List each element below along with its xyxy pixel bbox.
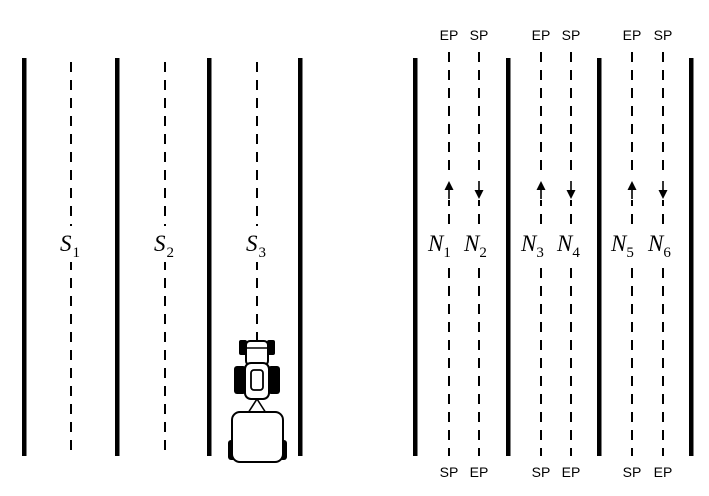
lane-label-s3: S3: [246, 231, 266, 261]
bottom-label-n4: EP: [562, 464, 581, 480]
left-boundary-wall-1: [22, 58, 27, 456]
top-label-n6: SP: [654, 27, 673, 43]
left-boundary-wall-3: [207, 58, 212, 456]
arrow-down-icon: [473, 178, 485, 200]
arrow-up-icon: [626, 178, 638, 200]
right-panel: N1 N2 N3 N4 N5 N6 EP SP EP SP EP SP SP E…: [413, 27, 694, 480]
bottom-label-n1: SP: [440, 464, 459, 480]
lane-label-s1: S1: [60, 231, 80, 261]
right-boundary-wall-3: [597, 58, 602, 456]
lane-label-n2: N2: [463, 231, 487, 261]
top-label-n3: EP: [532, 27, 551, 43]
lane-label-n6: N6: [647, 231, 671, 261]
bottom-label-n2: EP: [470, 464, 489, 480]
left-panel: S1 S2 S3: [22, 58, 303, 463]
lane-label-n4: N4: [556, 231, 580, 261]
arrow-up-icon: [443, 178, 455, 200]
arrow-down-icon: [657, 178, 669, 200]
bottom-label-n5: SP: [623, 464, 642, 480]
lane-label-n1: N1: [427, 231, 451, 261]
left-boundary-wall-2: [115, 58, 120, 456]
arrow-up-icon: [535, 178, 547, 200]
bottom-label-n3: SP: [532, 464, 551, 480]
arrow-down-icon: [565, 178, 577, 200]
top-label-n2: SP: [470, 27, 489, 43]
top-label-n4: SP: [562, 27, 581, 43]
right-boundary-wall-1: [413, 58, 418, 456]
top-label-n5: EP: [623, 27, 642, 43]
lane-label-s2: S2: [154, 231, 174, 261]
tractor-with-trailer-icon: [228, 334, 287, 463]
right-boundary-wall-4: [689, 58, 694, 456]
bottom-label-n6: EP: [654, 464, 673, 480]
right-boundary-wall-2: [506, 58, 511, 456]
lane-label-n3: N3: [520, 231, 544, 261]
lane-label-n5: N5: [610, 231, 634, 261]
top-label-n1: EP: [440, 27, 459, 43]
left-boundary-wall-4: [298, 58, 303, 456]
